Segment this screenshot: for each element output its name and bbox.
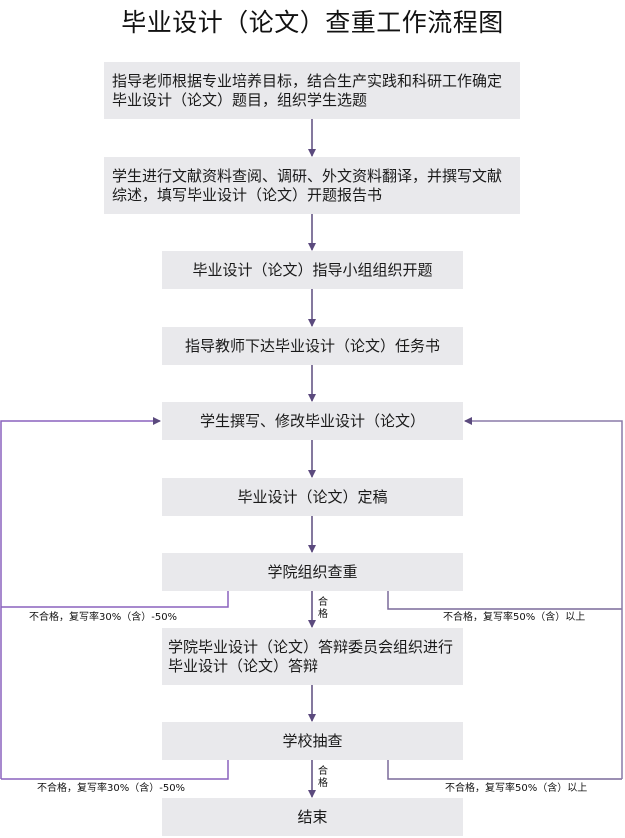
step-opening: 毕业设计（论文）指导小组组织开题 [162,251,463,289]
step-task-book: 指导教师下达毕业设计（论文）任务书 [162,327,463,365]
loop-right-return [464,417,623,779]
label-school-fail-50-up: 不合格，复写率50%（含）以上 [445,783,588,794]
step-defense-text: 学院毕业设计（论文）答辩委员会组织进行毕业设计（论文）答辩 [168,637,454,675]
loop-college-fail-30-50 [1,591,229,608]
step-literature-review: 学生进行文献资料查阅、调研、外文资料翻译，并撰写文献综述，填写毕业设计（论文）开… [104,157,520,214]
step-select-topic: 指导老师根据专业培养目标，结合生产实践和科研工作确定毕业设计（论文）题目，组织学… [104,62,520,119]
step-finalize-text: 毕业设计（论文）定稿 [237,487,388,506]
step-finalize: 毕业设计（论文）定稿 [162,478,463,516]
step-end: 结束 [162,798,463,836]
step-write-revise: 学生撰写、修改毕业设计（论文） [162,402,463,440]
step-college-check: 学院组织查重 [162,553,463,591]
loop-left-return [0,417,161,779]
page-title: 毕业设计（论文）查重工作流程图 [121,8,504,37]
step-select-topic-text: 指导老师根据专业培养目标，结合生产实践和科研工作确定毕业设计（论文）题目，组织学… [112,71,503,109]
step-write-revise-text: 学生撰写、修改毕业设计（论文） [199,411,425,430]
step-school-check: 学校抽查 [162,722,463,760]
step-end-text: 结束 [297,807,328,826]
label-school-pass: 合格 [318,766,328,789]
step-defense: 学院毕业设计（论文）答辩委员会组织进行毕业设计（论文）答辩 [162,628,463,685]
label-school-fail-30-50: 不合格，复写率30%（含）-50% [37,783,186,794]
loop-school-fail-30-50 [1,760,229,780]
step-opening-text: 毕业设计（论文）指导小组组织开题 [192,260,433,279]
loop-school-fail-50-up [387,760,622,780]
loop-college-fail-50-up [387,591,622,610]
step-school-check-text: 学校抽查 [282,731,343,750]
label-college-fail-50-up: 不合格，复写率50%（含）以上 [443,612,586,623]
label-college-fail-30-50: 不合格，复写率30%（含）-50% [29,612,178,623]
step-college-check-text: 学院组织查重 [267,562,358,581]
label-college-pass: 合格 [318,597,328,620]
step-task-book-text: 指导教师下达毕业设计（论文）任务书 [184,336,440,355]
step-literature-review-text: 学生进行文献资料查阅、调研、外文资料翻译，并撰写文献综述，填写毕业设计（论文）开… [112,166,503,204]
